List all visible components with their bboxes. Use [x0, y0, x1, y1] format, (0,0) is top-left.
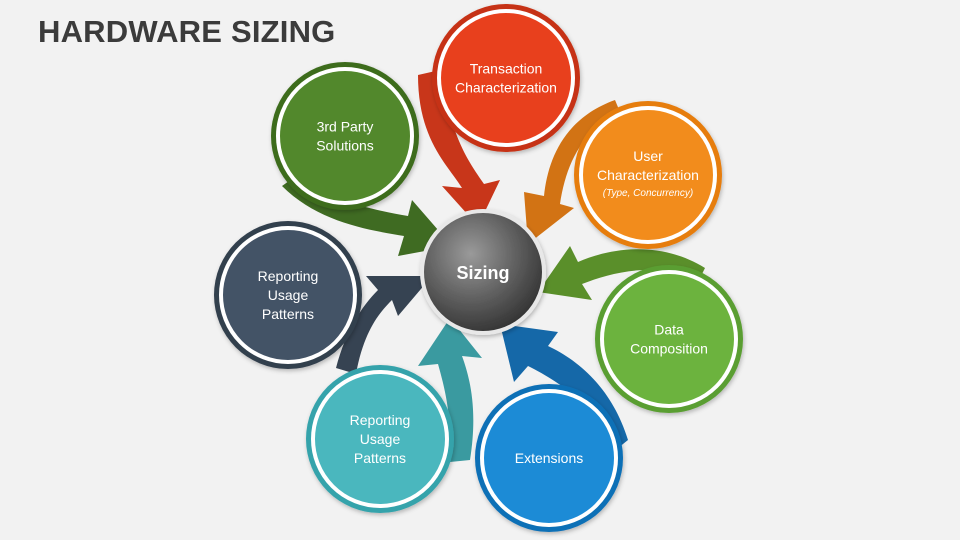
- page-title: HARDWARE SIZING: [38, 14, 336, 49]
- node-sublabel: (Type, Concurrency): [603, 188, 693, 199]
- node-circle: [276, 67, 414, 205]
- node-extensions: Extensions: [475, 384, 623, 532]
- node-label-line: Usage: [360, 431, 401, 447]
- node-label-line: Composition: [630, 341, 708, 357]
- center-circle: [420, 209, 546, 335]
- arrow-transaction: [418, 70, 500, 226]
- node-label-line: Solutions: [316, 138, 374, 154]
- node-circle: [600, 270, 738, 408]
- node-label-line: Characterization: [455, 80, 557, 96]
- node-label-line: Patterns: [354, 450, 406, 466]
- node-circle: [437, 9, 575, 147]
- arrow-data: [538, 246, 705, 300]
- arrow-user: [524, 100, 620, 244]
- node-label-line: Patterns: [262, 306, 314, 322]
- arrow-reporting-slate: [336, 276, 432, 374]
- node-label-line: Transaction: [470, 61, 543, 77]
- node-label-line: Data: [654, 322, 684, 338]
- center-label: Sizing: [457, 263, 510, 283]
- arrow-reporting-teal: [418, 318, 482, 462]
- node-label-line: User: [633, 148, 663, 164]
- node-label-line: Reporting: [258, 268, 319, 284]
- node-circle: [219, 226, 357, 364]
- node-circle: [311, 370, 449, 508]
- node-label-line: Reporting: [350, 412, 411, 428]
- node-circle: [480, 389, 618, 527]
- node-layer: TransactionCharacterizationUserCharacter…: [214, 4, 743, 532]
- node-label-line: Extensions: [515, 450, 583, 466]
- node-label-line: Characterization: [597, 167, 699, 183]
- node-circle: [579, 106, 717, 244]
- node-label-line: 3rd Party: [317, 119, 374, 135]
- node-label-line: Usage: [268, 287, 309, 303]
- center-node: Sizing: [420, 209, 546, 335]
